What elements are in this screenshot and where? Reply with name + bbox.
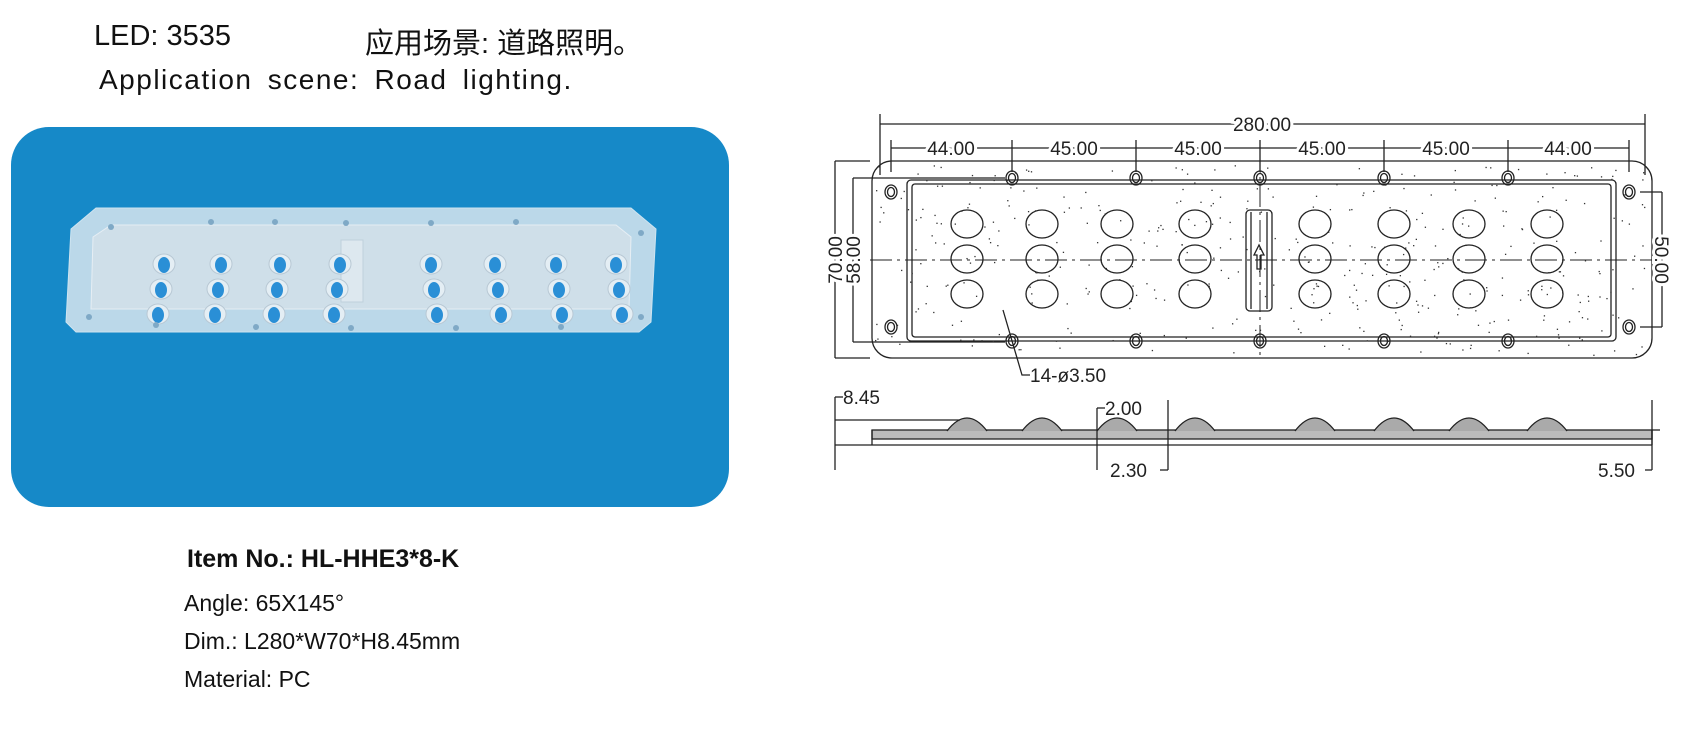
photo-hole (253, 324, 259, 330)
lens-outline (1377, 209, 1411, 239)
lens-profile (1448, 417, 1490, 432)
photo-hole (208, 219, 214, 225)
hole-note: 14-ø3.50 (1030, 366, 1106, 387)
photo-hole (108, 224, 114, 230)
mounting-hole (1622, 184, 1636, 200)
mounting-hole (1129, 333, 1143, 349)
lens-outline (1298, 279, 1332, 309)
lens-outline (950, 209, 984, 239)
dim-side-hole-spacing: 50.00 (1650, 236, 1671, 284)
dim-spacing-2: 45.00 (1050, 139, 1098, 160)
dim-edge-height: 5.50 (1598, 461, 1635, 482)
dim-inner-width: 58.00 (844, 236, 865, 284)
photo-hole (558, 324, 564, 330)
photo-hole (428, 220, 434, 226)
lens-outline (1377, 279, 1411, 309)
lens-outline (1178, 209, 1212, 239)
mounting-hole (1253, 170, 1267, 186)
dim-thickness-a: 2.00 (1105, 399, 1142, 420)
led-type: LED: 3535 (94, 20, 232, 52)
photo-hole (343, 220, 349, 226)
dim-thickness-b: 2.30 (1110, 461, 1147, 482)
item-number: Item No.: HL-HHE3*8-K (187, 545, 460, 573)
inner-recess (906, 179, 1617, 342)
photo-hole (638, 230, 644, 236)
lens-profile (1526, 417, 1568, 432)
lens-outline (1178, 279, 1212, 309)
lens-outline (1530, 244, 1564, 274)
photo-hole (638, 314, 644, 320)
lens-profile (946, 417, 988, 432)
dim-height: 8.45 (843, 388, 880, 409)
lens-outline (1298, 209, 1332, 239)
lens-outline (950, 244, 984, 274)
dim-spacing-1: 44.00 (927, 139, 975, 160)
dim-spacing-3: 45.00 (1174, 139, 1222, 160)
material: Material: PC (184, 666, 311, 692)
mounting-hole (1253, 333, 1267, 349)
dim-overall-width: 70.00 (826, 236, 847, 284)
lens-outline (1100, 279, 1134, 309)
lens-outline (1452, 209, 1486, 239)
side-profile (871, 429, 1653, 440)
lens-plate-illustration (65, 207, 657, 333)
lens-outline (1178, 244, 1212, 274)
lens-profile (1174, 417, 1216, 432)
mounting-hole (1377, 170, 1391, 186)
dim-spacing-6: 44.00 (1544, 139, 1592, 160)
photo-hole (153, 322, 159, 328)
lens-outline (1298, 244, 1332, 274)
dim-overall-length: 280.00 (1233, 115, 1291, 136)
photo-hole (513, 219, 519, 225)
lens-outline (1377, 244, 1411, 274)
lens-outline (1452, 279, 1486, 309)
mounting-hole (1005, 170, 1019, 186)
lens-outline (1025, 279, 1059, 309)
lens-outline (1025, 209, 1059, 239)
mounting-hole (884, 184, 898, 200)
lens-profile (1294, 417, 1336, 432)
lens-profile (1096, 417, 1138, 432)
lens-profile (1373, 417, 1415, 432)
photo-hole (453, 325, 459, 331)
lens-profile (1021, 417, 1063, 432)
mounting-hole (1377, 333, 1391, 349)
lens-outline (1100, 209, 1134, 239)
mounting-hole (1129, 170, 1143, 186)
dim-spacing-4: 45.00 (1298, 139, 1346, 160)
lens-outline (1100, 244, 1134, 274)
arrow-icon (1252, 243, 1266, 270)
mounting-hole (1005, 333, 1019, 349)
lens-outline (1452, 244, 1486, 274)
mounting-hole (1501, 170, 1515, 186)
mounting-hole (1622, 319, 1636, 335)
center-slot (1245, 209, 1273, 312)
photo-hole (272, 219, 278, 225)
product-photo (11, 127, 729, 507)
lens-outline (950, 279, 984, 309)
application-scene-english: Application scene: Road lighting. (99, 64, 573, 95)
application-scene-chinese: 应用场景: 道路照明。 (365, 28, 643, 60)
dim-spacing-5: 45.00 (1422, 139, 1470, 160)
beam-angle: Angle: 65X145° (184, 590, 345, 616)
photo-hole (86, 314, 92, 320)
dimensions: Dim.: L280*W70*H8.45mm (184, 628, 461, 654)
lens-outline (1025, 244, 1059, 274)
plate-outline (871, 160, 1653, 359)
photo-hole (348, 325, 354, 331)
mounting-hole (1501, 333, 1515, 349)
mounting-hole (884, 319, 898, 335)
lens-outline (1530, 279, 1564, 309)
lens-outline (1530, 209, 1564, 239)
